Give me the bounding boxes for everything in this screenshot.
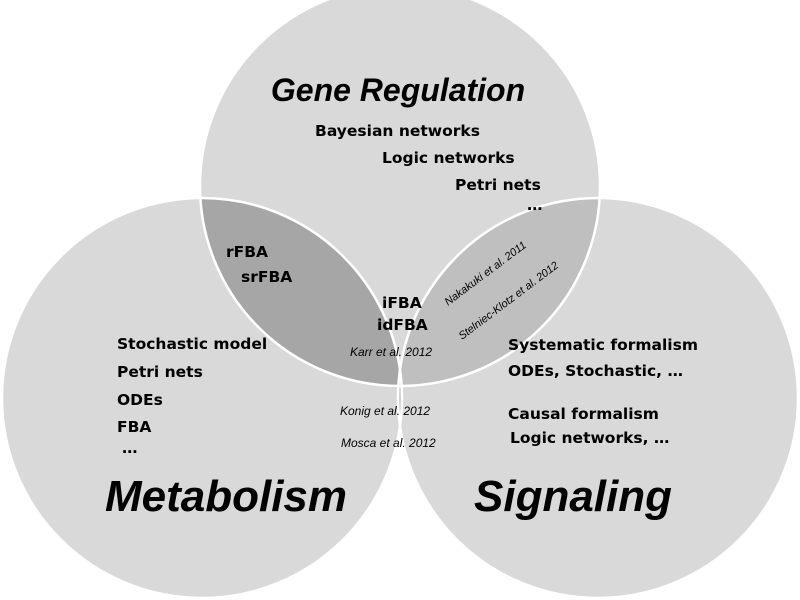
citation-konig-2012: Konig et al. 2012: [340, 404, 430, 418]
metabolism-item-stochastic-model: Stochastic model: [117, 335, 267, 353]
metabolism-title: Metabolism: [105, 472, 347, 521]
gene-item-ellipsis: …: [527, 196, 543, 214]
citation-karr-2012: Karr et al. 2012: [350, 345, 432, 359]
metabolism-item-petri-nets: Petri nets: [117, 363, 203, 381]
metabolism-item-odes: ODEs: [117, 391, 163, 409]
signaling-item-causal-formalism: Causal formalism: [508, 405, 659, 423]
metabolism-item-fba: FBA: [117, 418, 151, 436]
metabolism-outline: [0, 196, 404, 600]
signaling-item-logic-networks: Logic networks, …: [510, 429, 669, 447]
overlap-item-srfba: srFBA: [241, 268, 292, 286]
gene-item-bayesian-networks: Bayesian networks: [315, 122, 480, 140]
gene-signaling-overlap: [398, 198, 600, 386]
overlap-item-ifba: iFBA: [382, 294, 422, 312]
signaling-title: Signaling: [474, 472, 672, 521]
overlap-item-rfba: rFBA: [226, 243, 268, 261]
signaling-item-odes-stochastic: ODEs, Stochastic, …: [508, 362, 683, 380]
gene-regulation-title: Gene Regulation: [271, 72, 525, 108]
overlap-item-idfba: idFBA: [377, 316, 428, 334]
gene-metabolism-overlap: [200, 198, 402, 386]
signaling-item-systematic-formalism: Systematic formalism: [508, 336, 698, 354]
citation-mosca-2012: Mosca et al. 2012: [341, 436, 436, 450]
signaling-outline: [396, 196, 800, 600]
gene-item-petri-nets: Petri nets: [455, 176, 541, 194]
gene-regulation-outline: [198, 0, 602, 388]
metabolism-item-ellipsis: …: [122, 439, 138, 457]
gene-item-logic-networks: Logic networks: [382, 149, 515, 167]
